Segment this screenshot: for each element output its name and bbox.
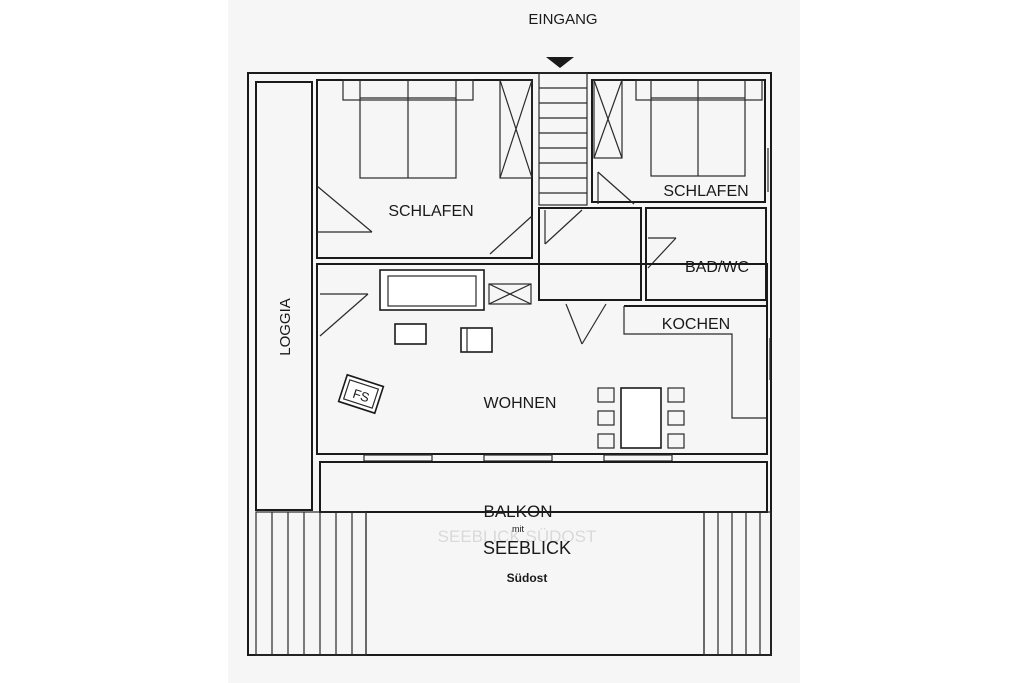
door-bedroom-left-hall xyxy=(489,215,533,255)
fireplace xyxy=(337,373,385,415)
outer-wall xyxy=(247,72,772,656)
door-bedroom-left xyxy=(316,185,373,233)
hallway xyxy=(538,207,642,301)
balcony-windows xyxy=(363,454,673,462)
closet-living xyxy=(488,283,532,305)
living-room-walls xyxy=(316,263,768,455)
double-bed-left xyxy=(342,79,474,179)
room-label-kitchen: KOCHEN xyxy=(662,316,730,333)
chair xyxy=(667,387,685,403)
balcony-title: BALKON xyxy=(484,502,553,521)
chair xyxy=(597,433,615,449)
wardrobe-right xyxy=(593,79,623,159)
room-label-living: WOHNEN xyxy=(484,395,557,412)
entrance-label: EINGANG xyxy=(528,11,597,28)
room-label-loggia: LOGGIA xyxy=(277,298,294,356)
balcony-upper xyxy=(319,461,768,513)
balcony-subtitle: SEEBLICK xyxy=(483,538,571,558)
double-bed-right xyxy=(635,79,763,177)
chair xyxy=(597,410,615,426)
balcony-connector: mit xyxy=(512,524,524,534)
room-label-bedroom-right: SCHLAFEN xyxy=(663,183,748,200)
entrance-arrow-icon xyxy=(546,57,574,68)
coffee-table xyxy=(460,327,493,353)
plan-sheet xyxy=(228,0,800,683)
staircase xyxy=(538,72,588,206)
balcony-watermark: SEEBLICK SÜDOST xyxy=(438,527,597,546)
door-bedroom-right xyxy=(597,171,635,205)
chair xyxy=(667,433,685,449)
kitchen-counter xyxy=(623,306,766,419)
balcony-rail-right xyxy=(703,511,772,656)
sideboard xyxy=(379,269,485,311)
loggia-area xyxy=(255,81,313,511)
bathroom-walls xyxy=(645,207,767,301)
chair xyxy=(597,387,615,403)
armchair xyxy=(394,323,427,345)
room-label-bedroom-left: SCHLAFEN xyxy=(388,203,473,220)
door-living xyxy=(319,293,369,337)
room-label-bath: BAD/WC xyxy=(685,259,749,276)
door-kitchen xyxy=(565,303,607,345)
door-hall xyxy=(544,209,583,245)
wardrobe-left xyxy=(499,79,533,179)
balcony-orientation: Südost xyxy=(507,571,548,585)
balcony-rail-left xyxy=(255,511,367,656)
dining-table xyxy=(620,387,662,449)
fireplace-label: FS xyxy=(351,386,372,406)
chair xyxy=(667,410,685,426)
